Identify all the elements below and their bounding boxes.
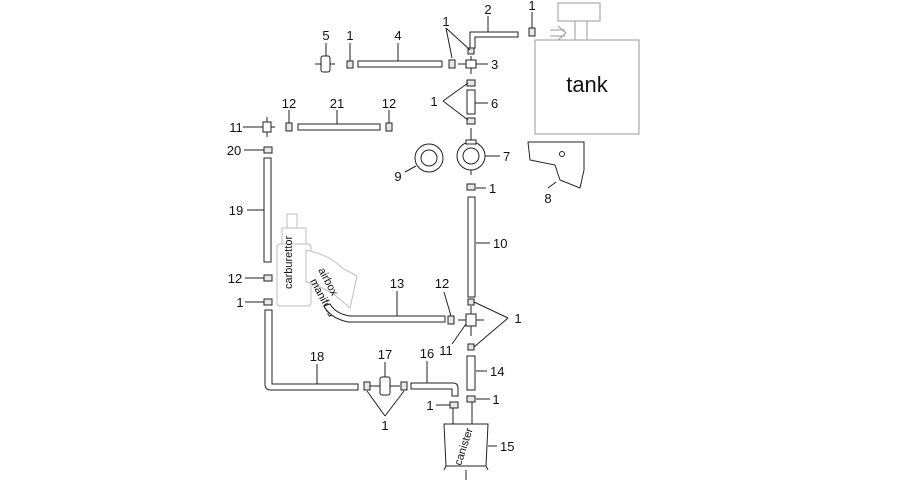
clamp-1-canister-right [466, 395, 476, 403]
clamp-1-tank [528, 27, 536, 37]
carburettor-label: carburettor [283, 235, 295, 289]
callout-1: 1 [430, 94, 437, 109]
part-5-filter [315, 55, 335, 73]
callout-20: 20 [227, 143, 241, 158]
callout-1: 1 [236, 295, 243, 310]
callout-10: 10 [493, 236, 507, 251]
callout-1: 1 [346, 28, 353, 43]
callout-3: 3 [491, 57, 498, 72]
part-11-tee-lower [458, 306, 484, 336]
hose-6 [466, 89, 476, 115]
canister: canister [443, 402, 489, 480]
callout-1: 1 [528, 0, 535, 13]
hose-21 [297, 123, 381, 131]
carburettor: carburettor [276, 213, 312, 307]
hose-13 [323, 303, 446, 323]
hose-10 [467, 196, 476, 298]
callout-15: 15 [500, 439, 514, 454]
clamp-1-left-17 [363, 381, 371, 391]
callout-19: 19 [229, 203, 243, 218]
callout-18: 18 [310, 349, 324, 364]
clamp-1-tee-top [467, 298, 475, 306]
part-7-valve [456, 128, 486, 175]
callout-7: 7 [503, 149, 510, 164]
callout-4: 4 [394, 28, 401, 43]
airbox-manifold: airbox manifold [305, 249, 358, 319]
leader-lines [243, 12, 557, 447]
callout-numbers: 5 1 4 1 2 1 3 1 6 7 9 8 1 10 11 12 21 12… [227, 0, 552, 454]
part-3-tee-fitting [458, 56, 484, 74]
callout-1: 1 [381, 418, 388, 433]
clamp-1-top-mid [448, 59, 456, 69]
clamp-1-upper-6 [466, 79, 476, 87]
callout-1: 1 [442, 14, 449, 29]
clamp-12-hose-13 [447, 315, 455, 325]
part-17-filter [370, 376, 400, 396]
callout-11: 11 [439, 343, 453, 358]
callout-12: 12 [282, 96, 296, 111]
callout-11: 11 [229, 120, 243, 135]
callout-21: 21 [330, 96, 344, 111]
clamp-1-top-left [346, 60, 354, 69]
callout-1: 1 [489, 181, 496, 196]
callout-12: 12 [228, 271, 242, 286]
callout-8: 8 [544, 191, 551, 206]
clamp-1-tee-bottom [467, 343, 475, 351]
clamp-12-right [385, 122, 393, 132]
callout-1: 1 [426, 398, 433, 413]
clamp-1-right-17 [400, 381, 408, 391]
fuel-tank: tank [534, 2, 640, 135]
callout-1: 1 [514, 311, 521, 326]
callout-6: 6 [491, 96, 498, 111]
callout-14: 14 [490, 364, 504, 379]
hose-19 [263, 157, 272, 263]
hose-4 [357, 60, 443, 68]
part-11-tee-upper [260, 117, 275, 137]
part-8-bracket [527, 141, 585, 189]
hose-16 [410, 382, 459, 397]
clamp-1-hose-18 [263, 298, 273, 306]
callout-12: 12 [435, 276, 449, 291]
clamp-20 [263, 146, 273, 154]
tank-label: tank [566, 72, 609, 97]
hose-2 [469, 31, 519, 49]
callout-1: 1 [492, 392, 499, 407]
hose-18 [264, 309, 359, 391]
callout-12: 12 [382, 96, 396, 111]
part-9-ring [414, 143, 444, 173]
callout-5: 5 [322, 28, 329, 43]
clamp-1-canister-left [449, 401, 459, 409]
callout-16: 16 [420, 346, 434, 361]
callout-2: 2 [484, 2, 491, 17]
clamp-12-lower [263, 274, 273, 282]
hose-14 [466, 355, 476, 391]
callout-13: 13 [390, 276, 404, 291]
clamp-12-left [285, 122, 293, 132]
callout-17: 17 [378, 347, 392, 362]
callout-9: 9 [394, 169, 401, 184]
clamp-1-below-7 [466, 183, 476, 191]
clamp-1-lower-6 [466, 117, 476, 125]
